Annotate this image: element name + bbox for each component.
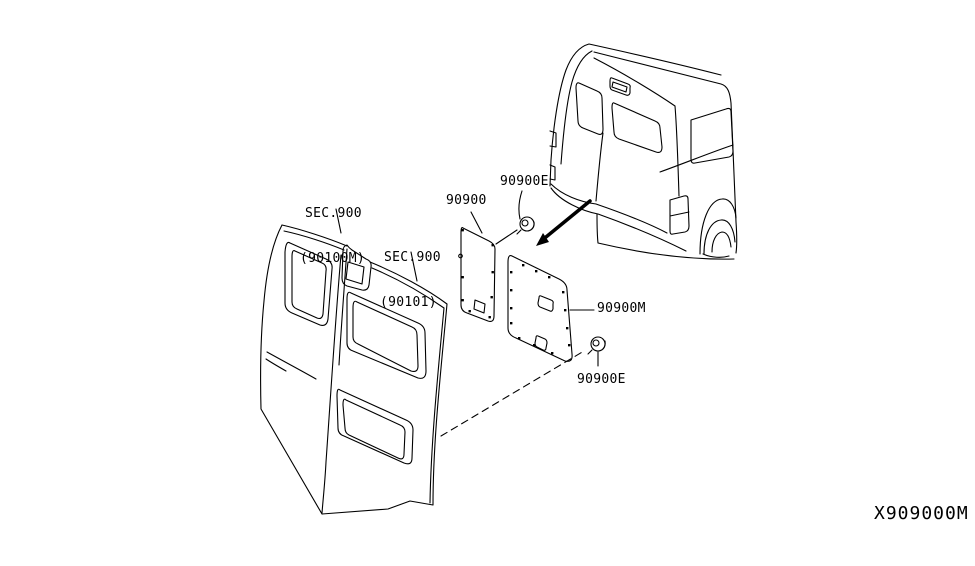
panel-90900m-handle-cutouts xyxy=(534,295,554,351)
callout-sec900-90100m[interactable]: SEC.900 (90100M) xyxy=(300,176,365,296)
van-bumper xyxy=(550,183,735,260)
van-right-door-window xyxy=(611,102,663,153)
van-highmount-lamp xyxy=(609,77,631,96)
door-crease-lines xyxy=(265,351,317,380)
callout-line: (90100M) xyxy=(300,251,366,266)
trim-panel-90900m xyxy=(507,255,573,362)
door-inner-edge-lines xyxy=(283,230,445,504)
trim-panel-90900 xyxy=(458,227,496,322)
clip-90900e-bottom-graphic xyxy=(587,336,606,355)
door-license-recess xyxy=(336,388,414,465)
panel-90900m-outline xyxy=(507,255,573,362)
callout-line: SEC.900 xyxy=(305,206,362,221)
callout-line: (90101) xyxy=(380,295,437,310)
panel-90900-hole xyxy=(458,253,463,259)
door-right-window xyxy=(346,291,427,379)
van-door-split-line xyxy=(595,132,604,202)
van-body-outline xyxy=(549,43,738,254)
clip-inner xyxy=(521,219,529,227)
callout-90900e-top[interactable]: 90900E xyxy=(500,174,549,189)
van-rear-view xyxy=(549,43,738,260)
callout-line: SEC.900 xyxy=(384,250,441,265)
panel-90900-outline xyxy=(460,227,496,322)
van-side-window xyxy=(690,107,734,164)
door-handle-housing xyxy=(341,244,372,291)
door-left-window xyxy=(284,241,333,326)
clip-alignment-dashed-line xyxy=(440,350,585,437)
van-side-crease xyxy=(659,144,734,173)
clip-90900e-top-graphic xyxy=(516,216,535,235)
door-outline xyxy=(260,224,448,515)
door-split-line xyxy=(321,248,348,514)
van-left-door-window xyxy=(575,82,604,135)
clip-detail xyxy=(587,340,606,355)
van-rear-wheel xyxy=(699,198,737,258)
panel-90900m-clip-dots xyxy=(510,264,571,355)
clip-inner xyxy=(592,339,600,347)
back-door-assembly xyxy=(260,224,448,515)
callout-leader-lines xyxy=(335,190,599,367)
diagram-code: X909000M xyxy=(874,503,969,524)
callout-90900[interactable]: 90900 xyxy=(446,193,487,208)
arrow-head xyxy=(536,233,549,246)
callout-90900e-bottom[interactable]: 90900E xyxy=(577,372,626,387)
callout-90900m[interactable]: 90900M xyxy=(597,301,646,316)
callout-sec900-90101[interactable]: SEC.900 (90101) xyxy=(380,220,441,340)
panel-90900-cutout xyxy=(473,299,486,314)
install-direction-arrow xyxy=(536,199,592,246)
van-tail-lamp xyxy=(669,195,690,235)
panel-90900-clip-dots xyxy=(461,229,494,319)
clip-detail xyxy=(516,221,535,235)
van-door-hinges xyxy=(549,130,557,181)
